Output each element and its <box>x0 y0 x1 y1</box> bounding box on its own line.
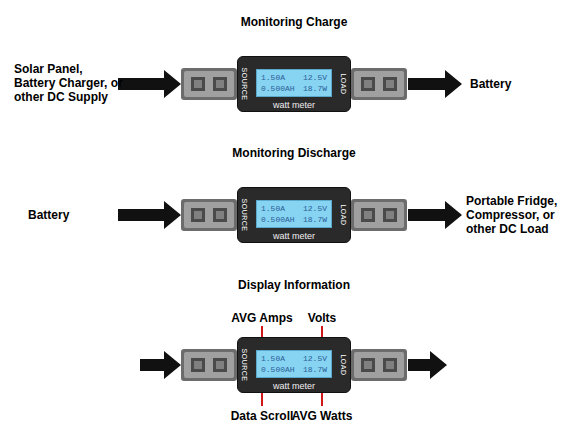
lcd-screen: 1.50A 12.5V 0.500AH 18.7W <box>256 69 332 97</box>
port-label: LOAD <box>340 204 347 225</box>
callout-label: AVG Watts <box>282 409 362 423</box>
section-heading: Monitoring Discharge <box>194 146 394 160</box>
load-label: Portable Fridge, Compressor, or other DC… <box>466 194 567 236</box>
display-reading: 18.7W <box>303 84 327 94</box>
display-reading: 0.500AH <box>261 84 295 94</box>
anderson-connector <box>351 68 407 100</box>
display-reading: 12.5V <box>303 73 327 83</box>
display-reading: 12.5V <box>303 204 327 214</box>
port-label: SOURCE <box>241 199 248 232</box>
display-reading: 12.5V <box>303 354 327 364</box>
section-heading: Display Information <box>194 278 394 292</box>
display-reading: 0.500AH <box>261 215 295 225</box>
anderson-connector <box>351 349 407 381</box>
flow-arrow <box>118 70 181 98</box>
display-reading: 18.7W <box>303 365 327 375</box>
port-label: LOAD <box>340 73 347 94</box>
display-reading: 1.50A <box>261 204 285 214</box>
flow-arrow <box>408 351 447 379</box>
display-reading: 1.50A <box>261 354 285 364</box>
port-label: LOAD <box>340 354 347 375</box>
callout-label: AVG Amps <box>212 311 312 325</box>
section-heading: Monitoring Charge <box>194 15 394 29</box>
flow-arrow <box>118 201 181 229</box>
callout-label: Volts <box>282 311 362 325</box>
flow-arrow <box>140 351 181 379</box>
anderson-connector <box>181 349 237 381</box>
source-label: Battery <box>28 208 118 222</box>
watt-meter-device: SOURCEwatt meter LOAD 1.50A 12.5V 0.500AH 18.… <box>237 56 351 112</box>
watt-meter-device: SOURCEwatt meter LOAD 1.50A 12.5V 0.500AH 18.… <box>237 337 351 393</box>
lcd-screen: 1.50A 12.5V 0.500AH 18.7W <box>256 350 332 378</box>
anderson-connector <box>181 68 237 100</box>
lcd-screen: 1.50A 12.5V 0.500AH 18.7W <box>256 200 332 228</box>
source-label: Solar Panel, Battery Charger, or other D… <box>14 62 126 104</box>
flow-arrow <box>408 70 462 98</box>
port-label: SOURCE <box>241 349 248 382</box>
anderson-connector <box>181 199 237 231</box>
anderson-connector <box>351 199 407 231</box>
port-label: SOURCE <box>241 68 248 101</box>
display-reading: 18.7W <box>303 215 327 225</box>
display-reading: 0.500AH <box>261 365 295 375</box>
device-name: watt meter <box>238 231 350 241</box>
device-name: watt meter <box>238 381 350 391</box>
device-name: watt meter <box>238 100 350 110</box>
display-reading: 1.50A <box>261 73 285 83</box>
watt-meter-device: SOURCEwatt meter LOAD 1.50A 12.5V 0.500AH 18.… <box>237 187 351 243</box>
flow-arrow <box>408 201 462 229</box>
load-label: Battery <box>470 77 560 91</box>
